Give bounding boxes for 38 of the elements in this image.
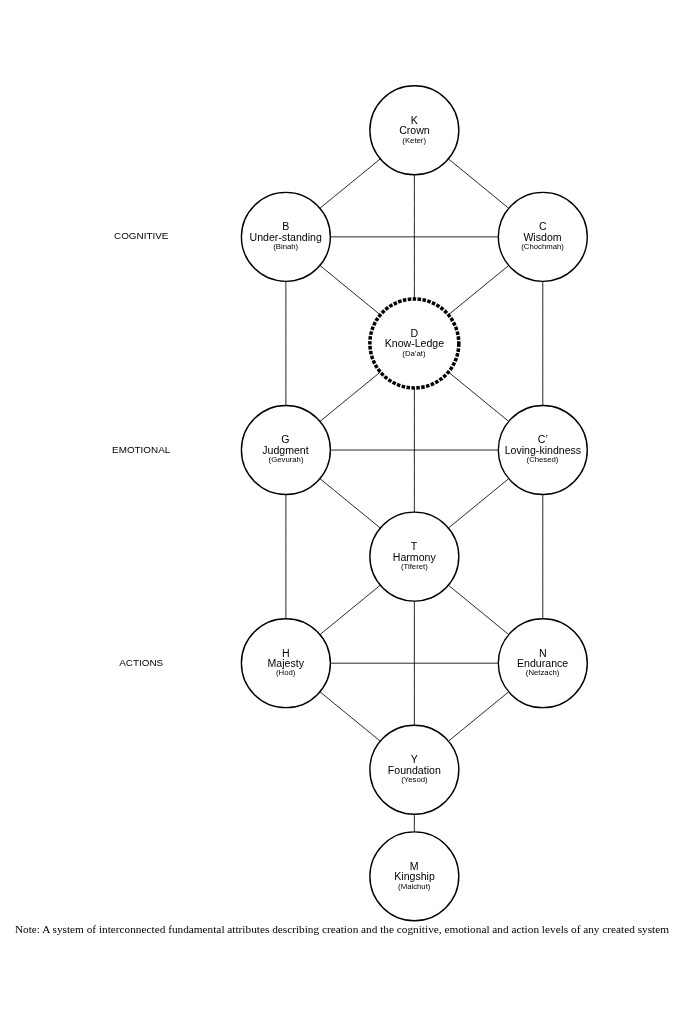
node-circle: B Under-standing (Binah) xyxy=(240,191,332,282)
node-circle: T Harmony (Tiferet) xyxy=(369,510,460,602)
node-circle: C Wisdom (Chochmah) xyxy=(497,191,588,282)
connector xyxy=(413,600,415,726)
connector xyxy=(319,477,381,528)
label: COGNITIVE xyxy=(114,229,169,241)
connector xyxy=(413,387,415,512)
node-circle: N Endurance (Netzach) xyxy=(497,617,588,708)
connector xyxy=(330,662,499,664)
connector xyxy=(285,280,287,406)
connector xyxy=(542,280,544,406)
connector xyxy=(319,264,381,315)
connector xyxy=(448,584,509,635)
connector xyxy=(448,371,509,422)
connector xyxy=(448,690,510,741)
connector xyxy=(319,371,381,422)
connector xyxy=(330,235,499,237)
connector xyxy=(413,813,415,832)
connector xyxy=(542,493,544,619)
connector xyxy=(413,174,415,299)
node-circle: D Know-Ledge (Da’at) xyxy=(368,296,461,390)
node-circle: Y Foundation (Yesod) xyxy=(369,724,460,815)
node-circle: H Majesty (Hod) xyxy=(240,617,332,708)
connector xyxy=(319,690,381,741)
connector xyxy=(319,158,381,209)
caption: Note: A system of interconnected fundamental attributes describing creation and the cognitive, emotional and action levels of any created system xyxy=(14,922,670,935)
connector xyxy=(448,477,510,528)
node-circle: K Crown (Keter) xyxy=(369,84,460,175)
connector xyxy=(285,493,287,619)
node-circle: G Judgment (Gevurah) xyxy=(240,404,332,495)
node-circle: C’ Loving-kindness (Chesed) xyxy=(497,404,588,495)
node-circle: M Kingship (Malchut) xyxy=(369,830,460,922)
connector xyxy=(448,264,510,315)
connector xyxy=(448,158,509,209)
label: EMOTIONAL xyxy=(112,443,171,455)
connector xyxy=(330,449,499,450)
connector xyxy=(319,584,381,635)
label: ACTIONS xyxy=(119,656,164,668)
